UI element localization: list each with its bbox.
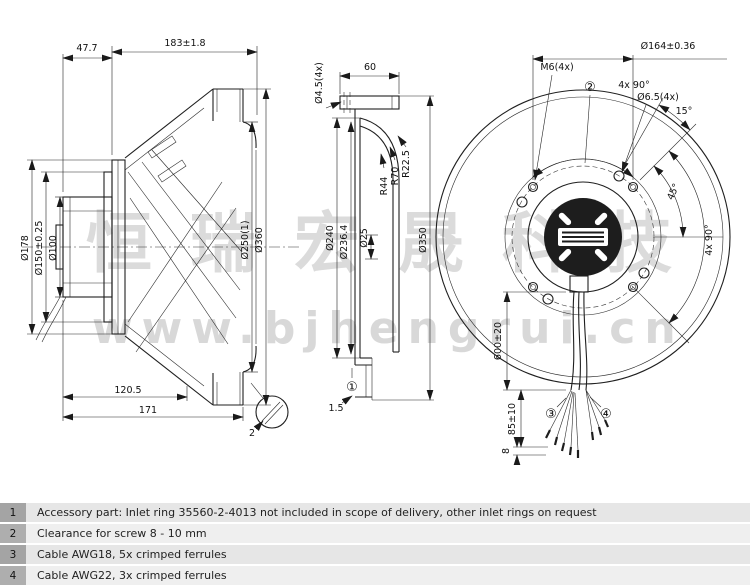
dim-d100-label: Ø100: [48, 235, 59, 261]
note-row-4: 4 Cable AWG22, 3x crimped ferrules: [0, 566, 750, 585]
m6-holes: [527, 181, 639, 293]
impeller-blades: [127, 149, 243, 353]
dim-hole-label: Ø4.5(4x): [314, 62, 325, 104]
hub-label-stripes: [562, 231, 604, 243]
hub-slots: [558, 212, 608, 262]
callout-1: ①: [346, 380, 358, 395]
dim-d250-label: Ø250(1): [240, 220, 251, 259]
side-view: 47.7 183±1.8 Ø178 Ø150±0.25 Ø100 Ø250(1)…: [20, 38, 300, 439]
technical-drawing: 恒瑞宏晟科技 www.bjhengrui.cn: [20, 38, 731, 466]
dim-d240-label: Ø240: [325, 225, 336, 251]
dim-171-label: 171: [139, 405, 157, 416]
note-row-1: 1 Accessory part: Inlet ring 35560-2-401…: [0, 503, 750, 522]
dim-d25-label: Ø25: [359, 228, 370, 248]
angle-right-label: 4x 90°: [704, 224, 715, 256]
note-number: 4: [0, 566, 26, 585]
radius-r22-5-label: R22.5: [401, 150, 412, 178]
note-row-2: 2 Clearance for screw 8 - 10 mm: [0, 524, 750, 543]
angle-top-label: 4x 90°: [618, 80, 650, 91]
dim-d150-label: Ø150±0.25: [34, 221, 45, 276]
note-number: 1: [0, 503, 26, 522]
dim-d178-label: Ø178: [20, 235, 31, 261]
ferrule-length-label: 8: [501, 448, 512, 454]
notes-table: 1 Accessory part: Inlet ring 35560-2-401…: [0, 503, 750, 585]
watermark-url: www.bjhengrui.cn: [92, 303, 685, 354]
note-number: 2: [0, 524, 26, 543]
dim-d350-label: Ø350: [418, 227, 429, 253]
note-number: 3: [0, 545, 26, 564]
cable-length-label: 600±20: [493, 322, 504, 360]
section-view: Ø4.5(4x) 60 R22.5 R70 R44 Ø240 Ø236.4 Ø2…: [314, 62, 434, 414]
dim-120-5-label: 120.5: [114, 385, 141, 396]
dim-d236-4-label: Ø236.4: [339, 225, 350, 260]
note-row-3: 3 Cable AWG18, 5x crimped ferrules: [0, 545, 750, 564]
dim-183-label: 183±1.8: [164, 38, 205, 49]
through-holes-label: Ø6.5(4x): [637, 92, 679, 103]
dim-bolt-circle-label: Ø164±0.36: [641, 41, 696, 52]
callout-2: ②: [584, 80, 596, 95]
angle-45-label: 45°: [665, 182, 682, 202]
note-text: Cable AWG18, 5x crimped ferrules: [26, 545, 750, 564]
note-text: Cable AWG22, 3x crimped ferrules: [26, 566, 750, 585]
callout-3: ③: [545, 407, 557, 422]
front-view: Ø164±0.36 M6(4x) ② 4x 90° Ø6.5(4x) 15° 4…: [435, 41, 731, 466]
dim-d360-label: Ø360: [254, 227, 265, 253]
angle-15-label: 15°: [676, 106, 693, 117]
dim-detail-2-label: 2: [249, 428, 255, 439]
radius-r70-label: R70: [390, 167, 401, 186]
dim-47-7-label: 47.7: [76, 43, 97, 54]
cables: [545, 291, 610, 458]
note-text: Clearance for screw 8 - 10 mm: [26, 524, 750, 543]
callout-4: ④: [600, 407, 612, 422]
dim-60-label: 60: [364, 62, 376, 73]
strip-length-label: 85±10: [507, 403, 518, 435]
dim-1-5-label: 1.5: [328, 403, 343, 414]
thread-holes-label: M6(4x): [540, 62, 573, 73]
radius-r44-label: R44: [379, 177, 390, 196]
note-text: Accessory part: Inlet ring 35560-2-4013 …: [26, 503, 750, 522]
